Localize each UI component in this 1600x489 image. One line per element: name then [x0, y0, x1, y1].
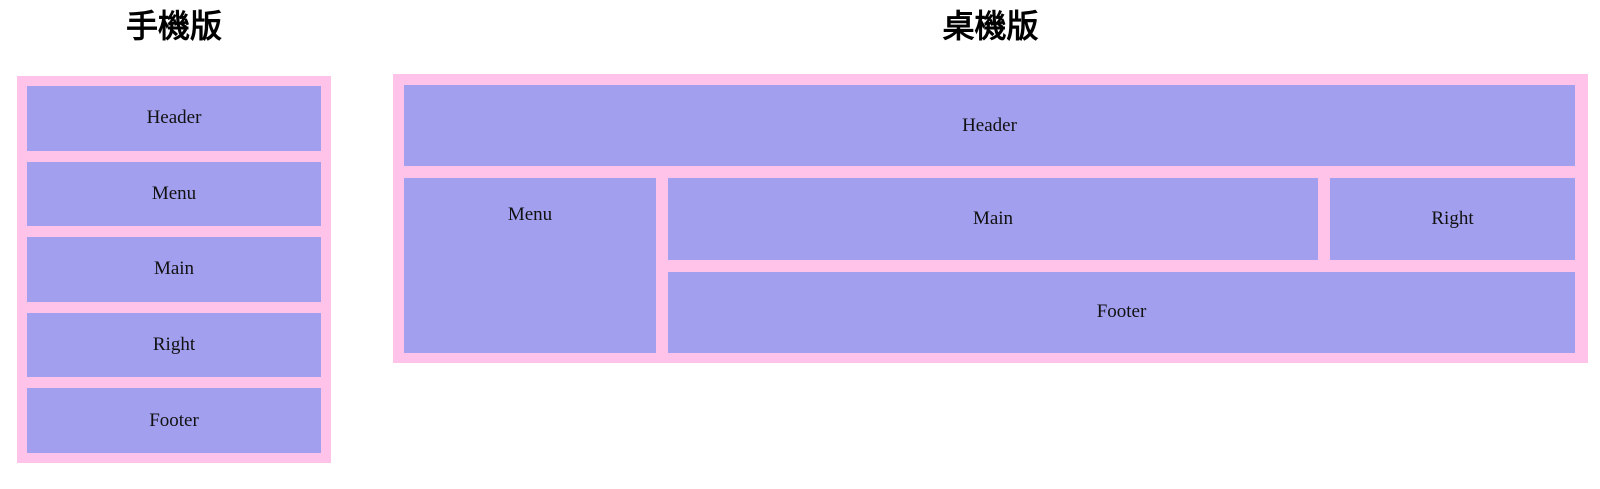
mobile-main-box: Main — [27, 237, 321, 302]
desktop-right-box: Right — [1330, 178, 1575, 260]
mobile-layout-container: Header Menu Main Right Footer — [17, 76, 331, 463]
mobile-header-label: Header — [146, 107, 202, 129]
desktop-main-label: Main — [972, 207, 1014, 229]
mobile-menu-label: Menu — [151, 182, 197, 204]
desktop-header-label: Header — [962, 114, 1017, 136]
desktop-header-box: Header — [404, 85, 1575, 166]
desktop-footer-label: Footer — [1096, 301, 1147, 323]
mobile-section-title: 手機版 — [125, 8, 222, 44]
mobile-footer-box: Footer — [27, 388, 321, 453]
mobile-header-box: Header — [27, 86, 321, 151]
mobile-menu-box: Menu — [27, 161, 321, 227]
desktop-main-box: Main — [668, 178, 1318, 260]
mobile-main-label: Main — [153, 258, 195, 280]
desktop-layout-container: Header Menu Main Right Footer — [393, 74, 1588, 363]
desktop-footer-box: Footer — [668, 271, 1575, 353]
mobile-footer-label: Footer — [149, 409, 199, 431]
desktop-section-title: 桌機版 — [942, 8, 1039, 44]
mobile-right-box: Right — [27, 312, 321, 378]
desktop-right-label: Right — [1431, 207, 1474, 229]
mobile-right-label: Right — [152, 334, 196, 356]
desktop-menu-label: Menu — [507, 204, 553, 225]
desktop-menu-box: Menu — [404, 178, 656, 353]
